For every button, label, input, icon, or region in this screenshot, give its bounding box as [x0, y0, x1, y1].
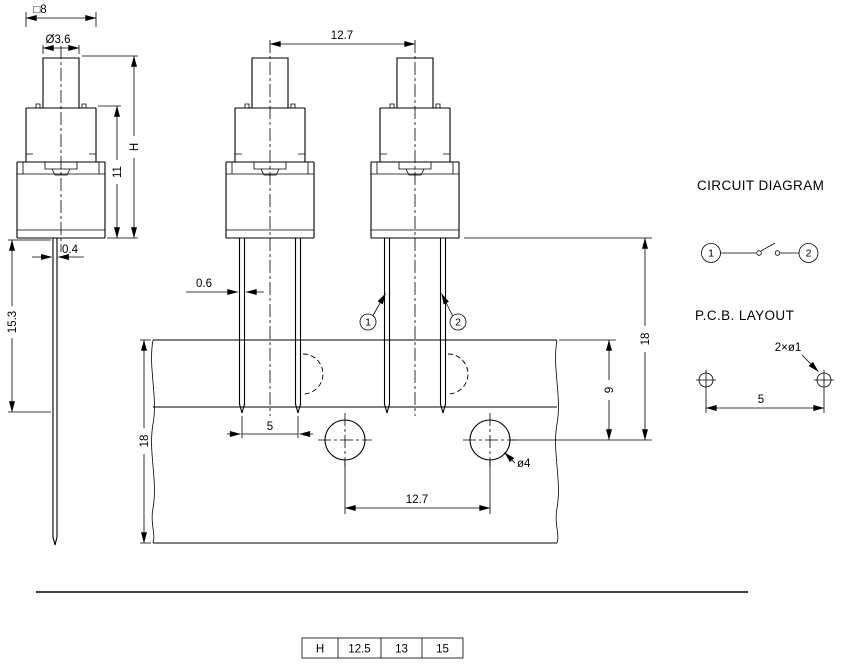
dim-body-height: 11 — [98, 105, 124, 239]
dim-pin-pitch: 5 — [227, 416, 313, 438]
dim-plunger-dia: Ø3.6 — [42, 34, 80, 54]
hidden-hole-b — [447, 353, 469, 395]
pin-a1 — [238, 238, 246, 414]
terminal-balloon-2: 2 — [441, 293, 467, 331]
side-view-pin — [52, 238, 58, 546]
table-column-lines — [337, 638, 423, 658]
pcb-section — [151, 339, 559, 544]
hole-centerlines — [318, 413, 517, 467]
switch-arm — [760, 242, 776, 252]
dim-hole-dia-label: ø4 — [517, 458, 531, 470]
dim-hole-dia: ø4 — [504, 452, 531, 470]
dim-switch-pitch-label: 12.7 — [331, 30, 353, 42]
layout-hole-crosses — [696, 370, 834, 390]
dim-hole-pitch: 12.7 — [344, 461, 491, 514]
pcb-layout: P.C.B. LAYOUT 2×ø1 5 — [695, 308, 834, 413]
table-cell-value-2: 13 — [395, 644, 408, 656]
table-cell-header: H — [316, 644, 324, 656]
terminal-1-label: 1 — [365, 317, 371, 329]
dim-pin-pitch-label: 5 — [267, 421, 273, 433]
table-cell-value-3: 15 — [436, 644, 449, 656]
dim-hole-pitch-label: 12.7 — [406, 494, 428, 506]
pcb-break-left — [151, 339, 155, 544]
dim-pin-thickness: 0.4 — [32, 244, 84, 260]
dim-layout-pitch-label: 5 — [758, 394, 764, 406]
pin-a2 — [294, 238, 302, 414]
contact-dot-left — [756, 250, 762, 256]
pcb-break-right — [555, 339, 559, 544]
dim-pin-width-label: 0.6 — [196, 278, 212, 290]
circuit-terminal-1-label: 1 — [708, 248, 714, 260]
dim-pin-thickness-label: 0.4 — [62, 244, 79, 256]
circuit-diagram: CIRCUIT DIAGRAM 1 2 — [697, 178, 824, 263]
hidden-hole-a — [302, 353, 324, 395]
dim-pcb-top-to-hole-label: 9 — [604, 387, 616, 393]
dim-plunger-dia-label: Ø3.6 — [46, 34, 71, 46]
side-view: □8 Ø3.6 H 11 0.4 — [5, 4, 141, 546]
contact-dot-right — [774, 250, 781, 256]
mounting-holes — [318, 413, 517, 467]
dim-body-square-label: □8 — [33, 4, 46, 16]
dim-pin-length-label: 15.3 — [7, 311, 19, 333]
dim-body-square: □8 — [25, 4, 97, 27]
front-view: 12.7 0.6 1 2 5 ø4 — [137, 30, 652, 544]
dim-layout-pitch: 5 — [705, 390, 825, 413]
dim-seating-to-hole-label: 18 — [640, 333, 652, 346]
h-dimension-table: H 12.5 13 15 — [301, 637, 464, 659]
circuit-terminal-2-label: 2 — [806, 248, 812, 260]
dim-pcb-top-to-hole: 9 — [559, 339, 616, 441]
dim-switch-pitch: 12.7 — [269, 30, 416, 47]
table-border — [301, 637, 464, 659]
dim-body-height-label: 11 — [112, 166, 124, 178]
layout-holes-label: 2×ø1 — [775, 342, 802, 354]
dim-seating-to-hole: 18 — [464, 237, 652, 441]
pcb-layout-title: P.C.B. LAYOUT — [695, 308, 794, 323]
dim-pin-width: 0.6 — [186, 278, 264, 295]
circuit-diagram-title: CIRCUIT DIAGRAM — [697, 178, 824, 193]
terminal-2-label: 2 — [455, 317, 461, 329]
dim-pin-length: 15.3 — [5, 239, 51, 413]
dim-total-height-label: H — [129, 143, 141, 151]
pin-b2 — [439, 238, 447, 414]
dim-total-height: H — [82, 55, 141, 239]
dim-pcb-depth-label: 18 — [139, 435, 151, 448]
pin-b1 — [383, 238, 391, 414]
terminal-balloon-1: 1 — [359, 293, 386, 331]
circuit-terminal-2-circle — [798, 243, 819, 263]
table-cell-value-1: 12.5 — [348, 644, 370, 656]
dim-pcb-depth: 18 — [137, 339, 151, 544]
